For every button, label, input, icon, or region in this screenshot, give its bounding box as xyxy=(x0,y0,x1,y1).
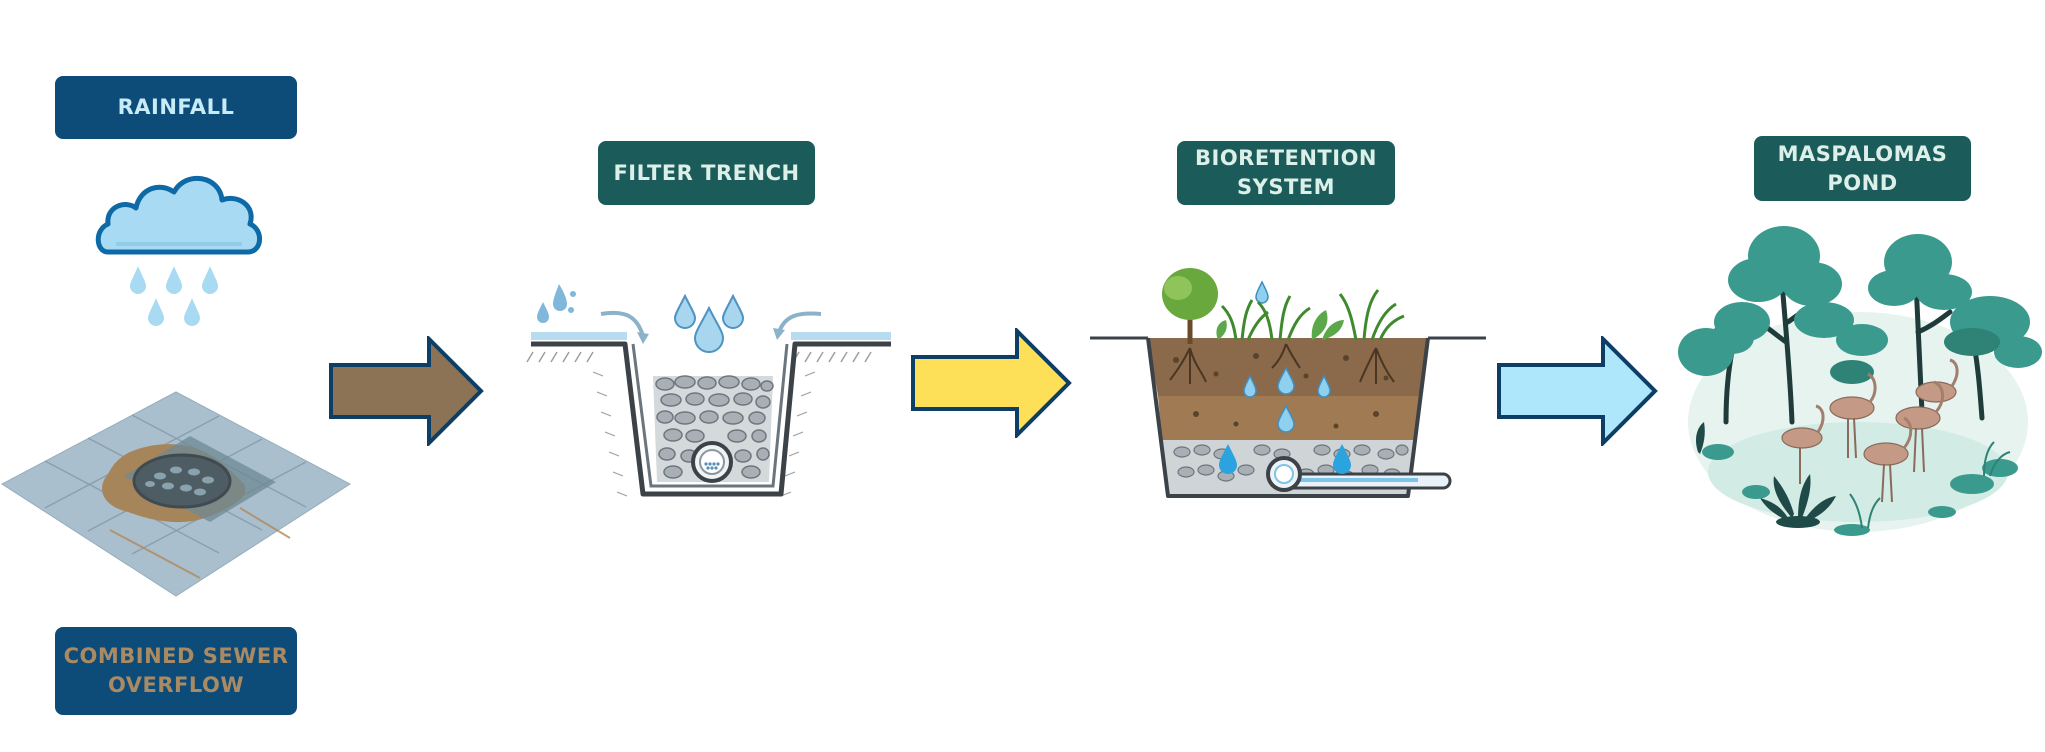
bioretention-system-label: BIORETENTION SYSTEM xyxy=(1177,141,1395,205)
maspalomas-pond-illustration xyxy=(1678,226,2042,536)
bioretention-illustration xyxy=(1090,268,1486,498)
rainfall-label: RAINFALL xyxy=(55,76,297,139)
flow-arrow-yellow xyxy=(911,328,1072,438)
flow-arrow-brown xyxy=(329,336,484,446)
combined-sewer-overflow-label: COMBINED SEWER OVERFLOW xyxy=(55,627,297,715)
filter-trench-illustration xyxy=(526,284,891,497)
flow-arrow-lightblue xyxy=(1497,336,1658,446)
rain-cloud-icon xyxy=(95,175,262,326)
sewer-overflow-pavement-illustration xyxy=(1,391,351,597)
maspalomas-pond-label: MASPALOMAS POND xyxy=(1754,136,1971,201)
filter-trench-label: FILTER TRENCH xyxy=(598,141,815,205)
